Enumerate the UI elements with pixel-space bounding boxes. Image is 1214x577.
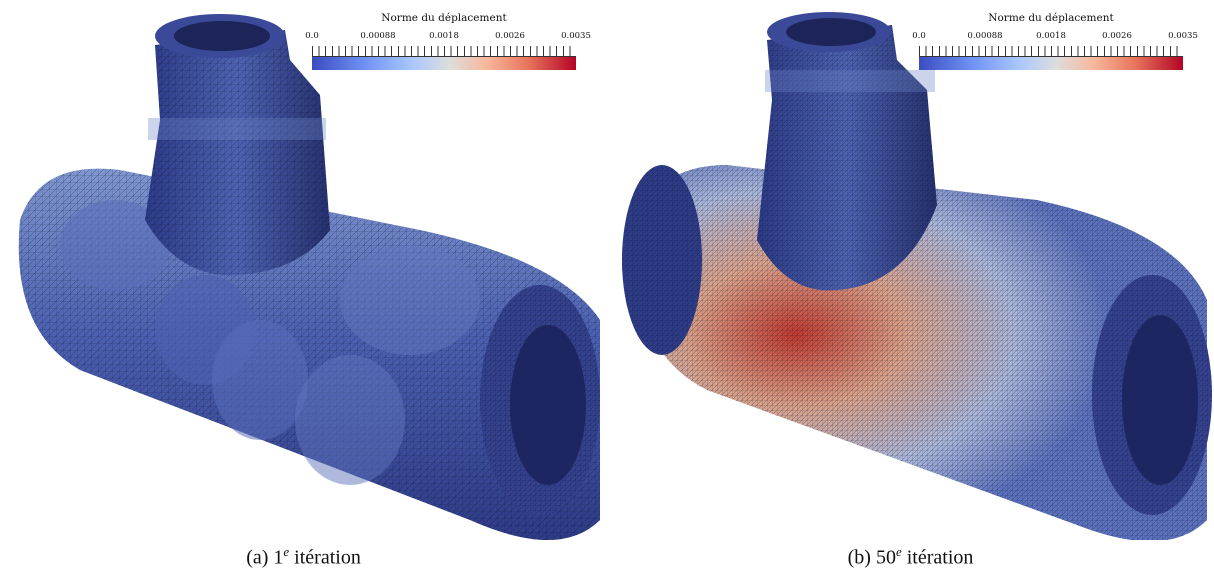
caption-superscript: e <box>895 544 902 559</box>
colorbar-tick: 0.00088 <box>360 31 396 41</box>
colorbar-ticks: 0.0 0.00088 0.0018 0.0026 0.0035 <box>305 31 591 41</box>
caption-prefix: (a) 1 <box>246 546 284 569</box>
colorbar-scale <box>919 46 1183 57</box>
colorbar-title: Norme du déplacement <box>988 12 1114 24</box>
colorbar-tick: 0.0035 <box>1168 31 1198 41</box>
colorbar-gradient <box>919 57 1183 70</box>
caption-b: (b) 50e itération <box>607 544 1214 570</box>
mesh-render-b <box>622 12 1212 540</box>
caption-prefix: (b) 50 <box>847 546 896 569</box>
colorbar-title: Norme du déplacement <box>381 12 507 24</box>
caption-suffix: itération <box>901 546 974 569</box>
caption-superscript: e <box>283 544 290 559</box>
panel-fiftieth-iteration: Norme du déplacement 0.0 0.00088 0.0018 … <box>607 0 1214 577</box>
colorbar-tick: 0.0018 <box>1036 31 1066 41</box>
panel-first-iteration: Norme du déplacement 0.0 0.00088 0.0018 … <box>0 8 607 570</box>
colorbar-tick: 0.0 <box>912 31 926 41</box>
caption-a: (a) 1e itération <box>0 544 607 570</box>
colorbar-tick: 0.0026 <box>495 31 525 41</box>
colorbar-gradient <box>312 57 576 70</box>
colorbar-scale <box>312 46 576 57</box>
mesh-render-a <box>18 14 600 540</box>
colorbar-tick: 0.0 <box>305 31 319 41</box>
colorbar-tick: 0.00088 <box>967 31 1003 41</box>
colorbar-tick: 0.0026 <box>1102 31 1132 41</box>
colorbar-ticks: 0.0 0.00088 0.0018 0.0026 0.0035 <box>912 31 1198 41</box>
colorbar-a: Norme du déplacement 0.0 0.00088 0.0018 … <box>305 8 591 70</box>
colorbar-tick: 0.0035 <box>561 31 591 41</box>
colorbar-b: Norme du déplacement 0.0 0.00088 0.0018 … <box>912 8 1198 70</box>
caption-suffix: itération <box>289 546 361 569</box>
colorbar-tick: 0.0018 <box>429 31 459 41</box>
